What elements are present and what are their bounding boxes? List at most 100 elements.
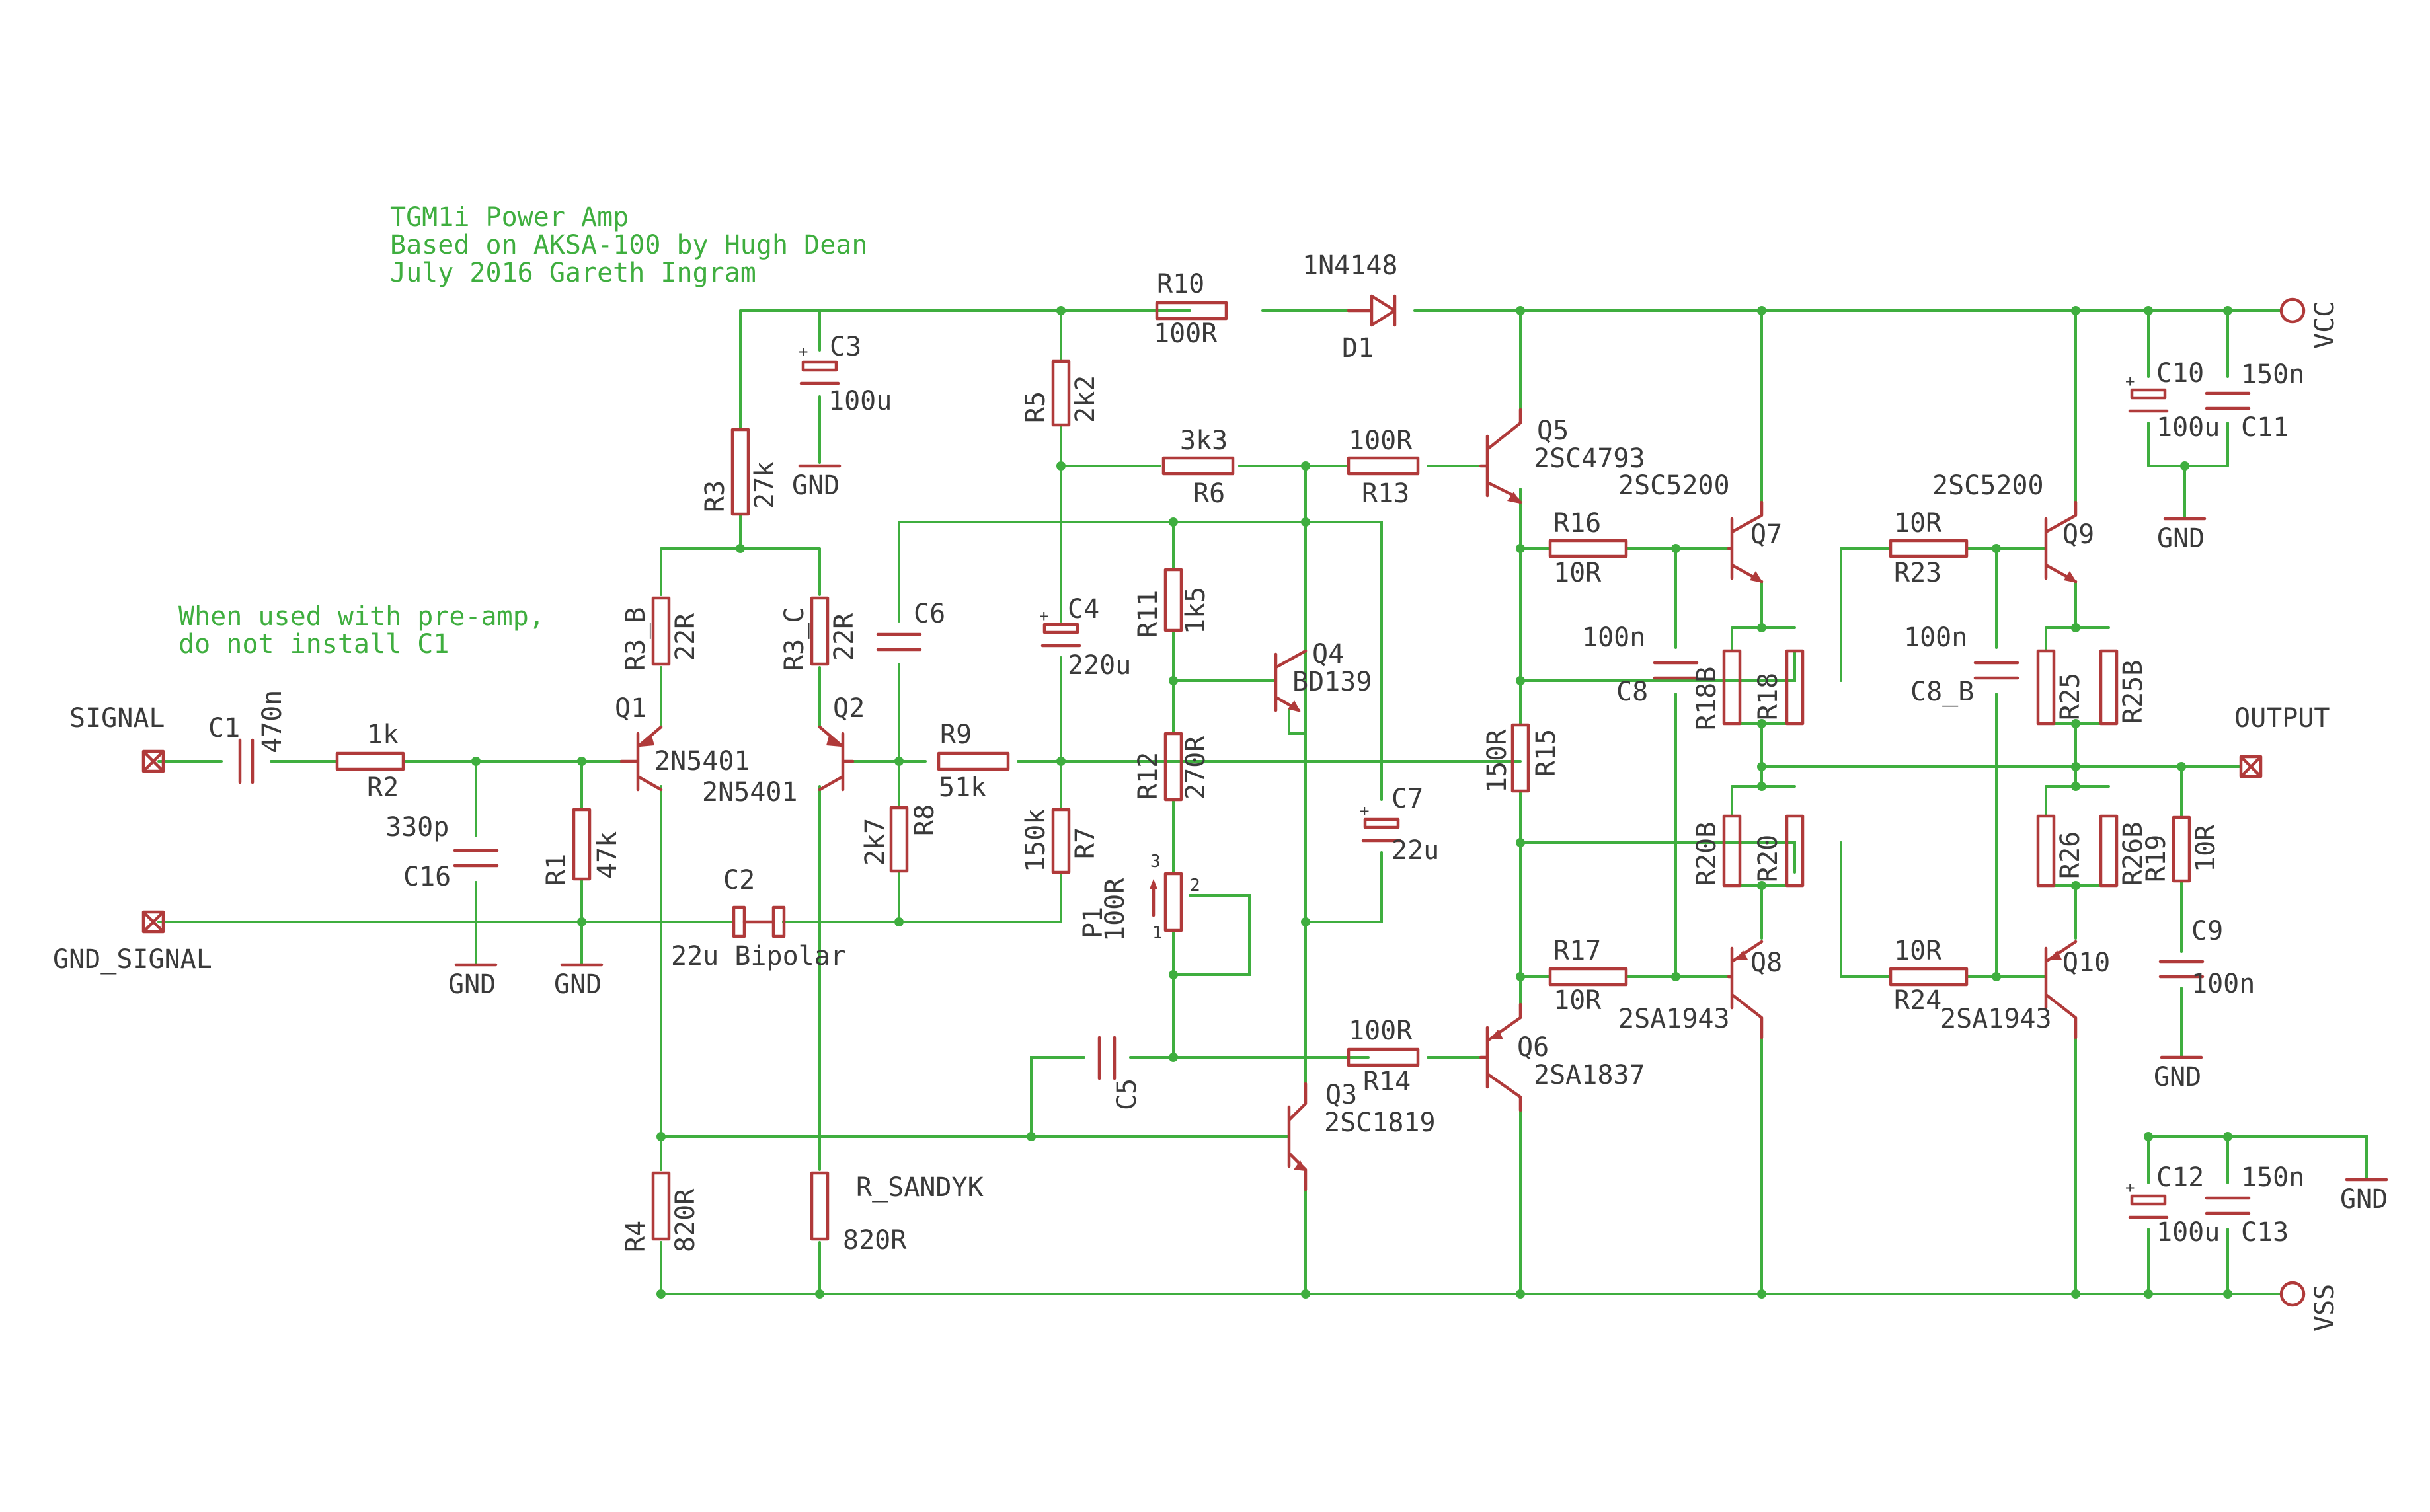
transistor-q1[interactable]: Q1 2N5401 bbox=[615, 693, 750, 792]
output-connector[interactable]: OUTPUT bbox=[2234, 703, 2330, 778]
transistor-q5[interactable]: Q5 2SC4793 bbox=[1479, 408, 1645, 504]
trimmer-p1[interactable]: P1 100R 1 2 3 bbox=[1078, 852, 1200, 943]
capacitor-c4[interactable]: + C4 220u bbox=[1039, 594, 1131, 681]
r15-value: 150R bbox=[1482, 729, 1512, 793]
capacitor-c11[interactable]: 150n C11 bbox=[2205, 359, 2304, 443]
gnd-signal-label: GND_SIGNAL bbox=[53, 944, 212, 975]
capacitor-c13[interactable]: 150n C13 bbox=[2205, 1162, 2304, 1248]
capacitor-c10[interactable]: + C10 100u bbox=[2125, 358, 2220, 443]
q9-value: 2SC5200 bbox=[1932, 471, 2044, 501]
resistor-r26b[interactable]: R26B bbox=[2099, 814, 2148, 888]
resistor-r9[interactable]: R9 51k bbox=[937, 720, 1010, 803]
transistor-q8[interactable]: Q8 2SA1943 bbox=[1618, 940, 1782, 1040]
resistor-r11[interactable]: R11 1k5 bbox=[1133, 568, 1211, 638]
transistor-q6[interactable]: Q6 2SA1837 bbox=[1479, 1002, 1645, 1112]
resistor-r16[interactable]: R16 10R bbox=[1548, 508, 1628, 588]
resistor-r18[interactable]: R18 bbox=[1753, 649, 1805, 726]
title-line-1: TGM1i Power Amp bbox=[390, 202, 629, 233]
c8-value: 100n bbox=[1582, 623, 1645, 653]
capacitor-c3[interactable]: + C3 100u bbox=[799, 332, 892, 416]
q8-name: Q8 bbox=[1750, 948, 1782, 978]
r23-value: 10R bbox=[1894, 508, 1942, 539]
r2-value: 1k bbox=[367, 720, 399, 750]
capacitor-c12[interactable]: + C12 100u bbox=[2125, 1162, 2220, 1248]
r16-value: 10R bbox=[1553, 558, 1602, 588]
resistor-r12[interactable]: R12 270R bbox=[1133, 732, 1211, 802]
resistor-r3[interactable]: R3 27k bbox=[700, 428, 780, 516]
resistor-r5[interactable]: R5 2k2 bbox=[1021, 359, 1101, 427]
capacitor-c1[interactable]: C1 470n bbox=[208, 690, 288, 784]
resistor-r1[interactable]: R1 47k bbox=[541, 808, 623, 886]
c3-name: C3 bbox=[830, 332, 861, 362]
resistor-r10[interactable]: R10 100R bbox=[1154, 269, 1228, 349]
capacitor-c6[interactable]: C6 bbox=[876, 599, 945, 652]
c9-name: C9 bbox=[2191, 916, 2223, 946]
resistor-r7[interactable]: 150k R7 bbox=[1021, 808, 1101, 874]
q4-name: Q4 bbox=[1312, 639, 1344, 669]
transistor-q4[interactable]: Q4 BD139 bbox=[1274, 639, 1372, 712]
r3b-value: 22R bbox=[670, 613, 701, 661]
resistor-r3-b[interactable]: R3_B 22R bbox=[621, 596, 701, 671]
c12-polarity: + bbox=[2125, 1178, 2135, 1197]
resistor-r20b[interactable]: R20B bbox=[1692, 814, 1742, 888]
q5-name: Q5 bbox=[1537, 416, 1569, 446]
transistor-q10[interactable]: Q10 2SA1943 bbox=[1940, 940, 2110, 1040]
gnd-signal-connector[interactable]: GND_SIGNAL bbox=[53, 910, 212, 975]
vcc-supply[interactable]: VCC bbox=[2279, 297, 2340, 349]
capacitor-c16[interactable]: 330p C16 bbox=[385, 812, 499, 892]
q6-name: Q6 bbox=[1517, 1032, 1549, 1063]
resistor-r25[interactable]: R25 bbox=[2036, 649, 2086, 726]
c5-name: C5 bbox=[1112, 1078, 1142, 1110]
capacitor-c2-bipolar[interactable]: C2 22u Bipolar bbox=[671, 865, 846, 971]
diode-d1[interactable]: 1N4148 D1 bbox=[1302, 250, 1398, 363]
r7-value: 150k bbox=[1021, 809, 1051, 872]
resistor-r25b[interactable]: R25B bbox=[2099, 649, 2148, 726]
resistor-r3-c[interactable]: R3_C 22R bbox=[779, 596, 859, 671]
c3-polarity: + bbox=[799, 342, 808, 361]
resistor-r18b[interactable]: R18B bbox=[1692, 649, 1742, 730]
q3-value: 2SC1819 bbox=[1324, 1108, 1436, 1138]
resistor-r17[interactable]: R17 10R bbox=[1548, 936, 1628, 1016]
resistor-r20[interactable]: R20 bbox=[1753, 814, 1805, 888]
resistor-r15[interactable]: 150R R15 bbox=[1482, 723, 1561, 793]
transistor-q3[interactable]: Q3 2SC1819 bbox=[1287, 1080, 1436, 1191]
r16-name: R16 bbox=[1553, 508, 1601, 539]
capacitor-c8-b[interactable]: 100n C8_B bbox=[1904, 623, 2019, 707]
transistor-q9[interactable]: Q9 2SC5200 bbox=[1932, 471, 2094, 584]
capacitor-c8[interactable]: 100n C8 bbox=[1582, 623, 1699, 707]
gnd-label: GND bbox=[2154, 1062, 2201, 1092]
r12-name: R12 bbox=[1133, 752, 1163, 800]
p1-value: 100R bbox=[1100, 878, 1130, 942]
resistor-r26[interactable]: R26 bbox=[2036, 814, 2086, 888]
resistor-r19[interactable]: R19 10R bbox=[2141, 815, 2221, 883]
capacitor-c9[interactable]: C9 100n bbox=[2158, 916, 2255, 999]
r26b-name: R26B bbox=[2118, 822, 2148, 886]
r11-name: R11 bbox=[1133, 590, 1163, 638]
resistor-r14[interactable]: 100R R14 bbox=[1347, 1016, 1420, 1097]
r18-name: R18 bbox=[1753, 673, 1783, 720]
resistor-r23[interactable]: 10R R23 bbox=[1889, 508, 1969, 588]
gnd-label: GND bbox=[792, 471, 840, 501]
resistor-r24[interactable]: 10R R24 bbox=[1889, 936, 1969, 1016]
vss-supply[interactable]: VSS bbox=[2279, 1281, 2340, 1332]
resistor-r6[interactable]: 3k3 R6 bbox=[1161, 426, 1235, 509]
capacitor-c5[interactable]: C5 bbox=[1097, 1036, 1142, 1110]
resistor-r2[interactable]: 1k R2 bbox=[335, 720, 405, 803]
c1-name: C1 bbox=[208, 713, 240, 743]
resistor-r8[interactable]: 2k7 R8 bbox=[860, 804, 940, 873]
q2-name: Q2 bbox=[833, 693, 865, 724]
r26-name: R26 bbox=[2055, 831, 2086, 879]
r8-value: 2k7 bbox=[860, 818, 890, 866]
resistor-r4[interactable]: R4 820R bbox=[621, 1171, 701, 1252]
signal-connector[interactable]: SIGNAL bbox=[69, 703, 165, 773]
r18b-name: R18B bbox=[1692, 667, 1722, 730]
resistor-r13[interactable]: 100R R13 bbox=[1347, 426, 1420, 509]
resistor-r-sandyk[interactable]: R_SANDYK 820R bbox=[810, 1171, 984, 1256]
gnd-c12: GND bbox=[2340, 1178, 2388, 1215]
c3-value: 100u bbox=[828, 386, 892, 416]
capacitor-c7[interactable]: + C7 22u bbox=[1360, 784, 1439, 866]
transistor-q7[interactable]: Q7 2SC5200 bbox=[1618, 471, 1782, 584]
r15-name: R15 bbox=[1531, 729, 1561, 776]
r25-name: R25 bbox=[2055, 673, 2086, 720]
transistor-q2[interactable]: Q2 2N5401 bbox=[702, 693, 865, 808]
